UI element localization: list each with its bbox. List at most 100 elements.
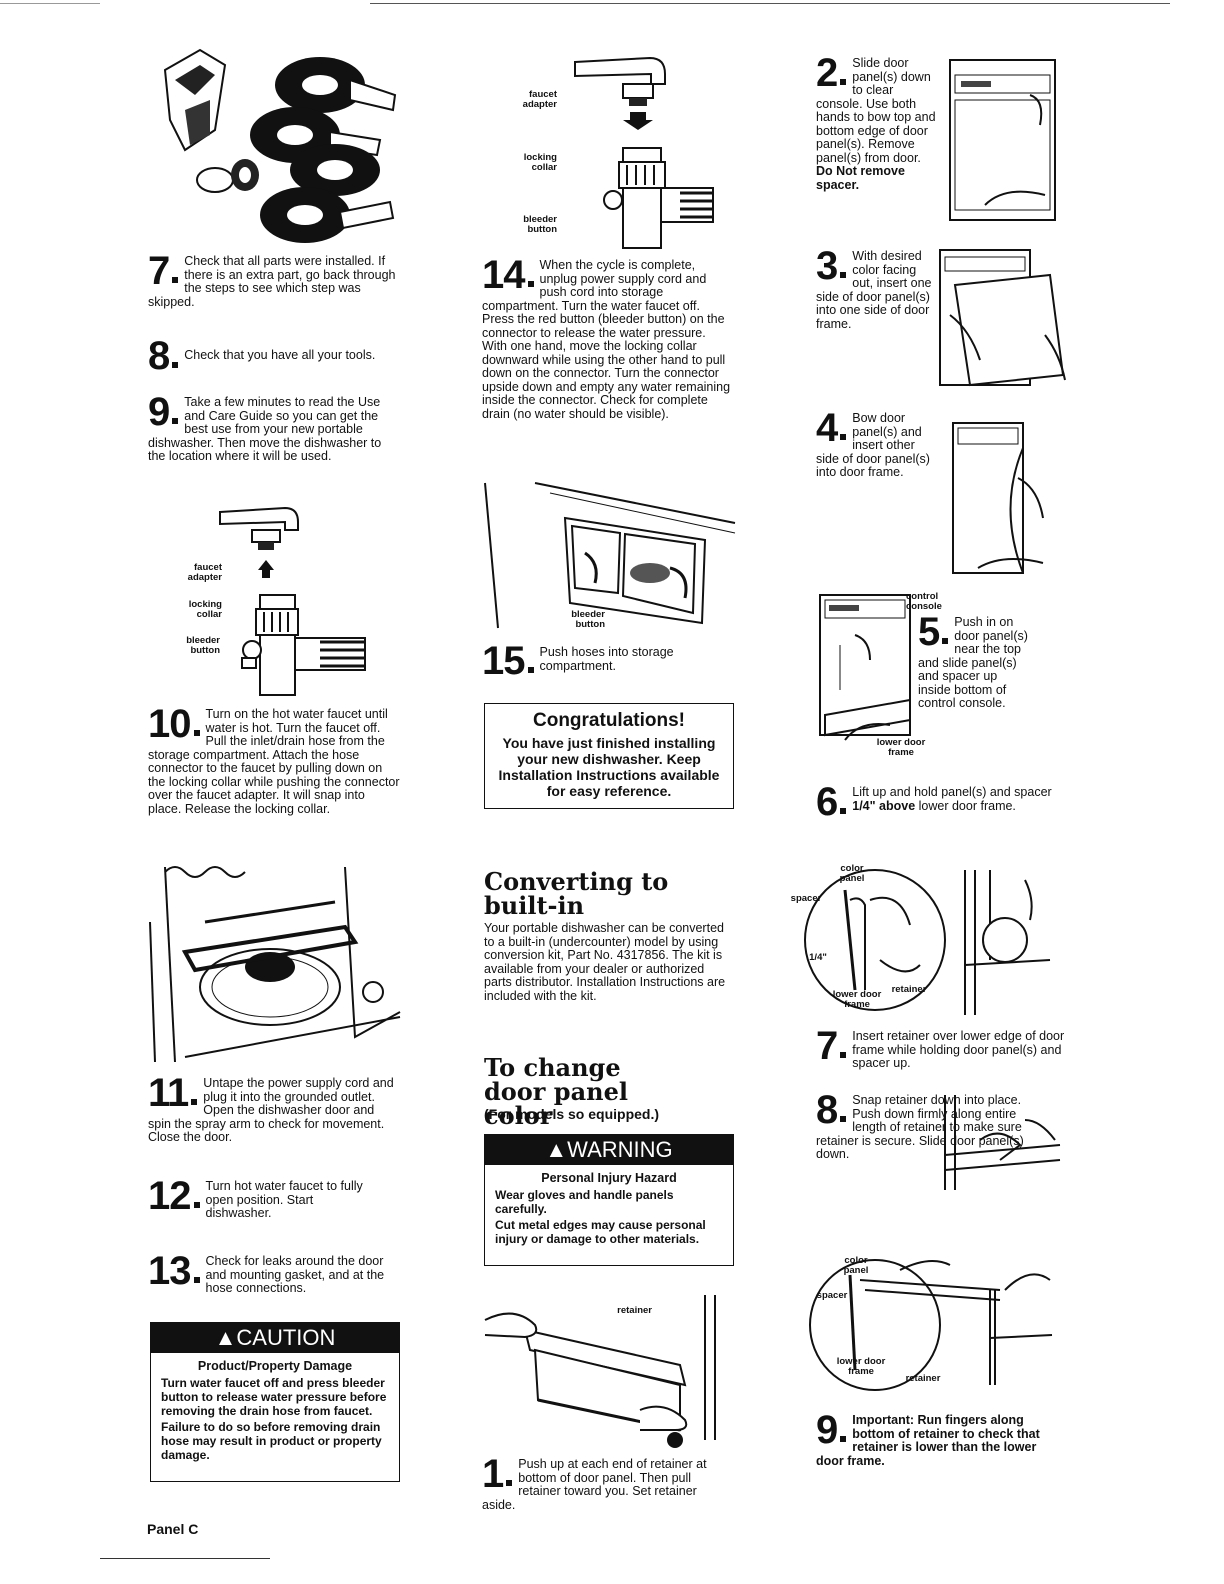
step-text: Bow door panel(s) and insert other side … bbox=[816, 411, 930, 479]
warning-line-2: Cut metal edges may cause personal injur… bbox=[495, 1218, 706, 1246]
step-9-col3: 9 Important: Run fingers along bottom of… bbox=[816, 1410, 1061, 1468]
step-number: 12 bbox=[148, 1176, 200, 1216]
label-color-panel-9: color panel bbox=[843, 1255, 869, 1276]
warning-triangle-icon: ▲ bbox=[545, 1137, 568, 1162]
panel-footer: Panel C bbox=[147, 1521, 199, 1537]
step-2-bold: Do Not remove spacer. bbox=[816, 164, 905, 192]
caution-line-1: Turn water faucet off and press bleeder … bbox=[161, 1376, 387, 1418]
warning-title: Personal Injury Hazard bbox=[541, 1171, 677, 1185]
label-bleeder-button-2: bleeder button bbox=[523, 214, 557, 235]
step-15-col2: 15 Push hoses into storage compartment. bbox=[482, 641, 712, 681]
change-color-heading: To change door panel color bbox=[484, 1053, 628, 1130]
step-text: Turn hot water faucet to fully open posi… bbox=[205, 1179, 363, 1220]
step-1-col2: 1 Push up at each end of retainer at bot… bbox=[482, 1454, 722, 1512]
storage-compartment-illustration bbox=[480, 478, 740, 638]
step-number: 9 bbox=[816, 1410, 847, 1450]
step-number: 3 bbox=[816, 246, 847, 286]
bow-panel-illustration bbox=[948, 418, 1048, 580]
label-retainer-col2: retainer bbox=[617, 1305, 652, 1316]
step-4-col3: 4 Bow door panel(s) and insert other sid… bbox=[816, 408, 938, 480]
label-bleeder-button: bleeder button bbox=[186, 635, 220, 656]
step-6-bold: 1/4" above bbox=[852, 798, 916, 813]
step-text: Check that all parts were installed. If … bbox=[148, 254, 396, 309]
step-number: 4 bbox=[816, 408, 847, 448]
change-color-subtitle: (For models so equipped.) bbox=[484, 1106, 660, 1122]
caution-line-2: Failure to do so before removing drain h… bbox=[161, 1420, 382, 1462]
step-text: With desired color facing out, insert on… bbox=[816, 249, 932, 331]
step-number: 14 bbox=[482, 255, 534, 295]
step-14-col2: 14 When the cycle is complete, unplug po… bbox=[482, 255, 734, 421]
step-2-col3: 2 Slide door panel(s) down to clear cons… bbox=[816, 53, 938, 192]
label-lower-door-frame-5: lower door frame bbox=[876, 737, 926, 758]
retainer-removal-illustration bbox=[480, 1290, 730, 1455]
step-number: 7 bbox=[816, 1026, 847, 1066]
step-number: 11 bbox=[148, 1073, 198, 1113]
step-text: Push in on door panel(s) near the top an… bbox=[918, 615, 1028, 710]
step-3-col3: 3 With desired color facing out, insert … bbox=[816, 246, 934, 331]
step-text: Lift up and hold panel(s) and spacer 1/4… bbox=[852, 785, 1052, 813]
label-locking-collar-2: locking collar bbox=[523, 152, 557, 173]
push-panel-illustration bbox=[815, 590, 915, 750]
label-spacer-7: spacer bbox=[790, 893, 822, 904]
step-text: Insert retainer over lower edge of door … bbox=[852, 1029, 1065, 1070]
step-text: Untape the power supply cord and plug it… bbox=[148, 1076, 394, 1144]
step-13-col1: 13 Check for leaks around the door and m… bbox=[148, 1251, 388, 1296]
step-text: Check for leaks around the door and moun… bbox=[205, 1254, 385, 1295]
step-text: Snap retainer down into place. Push down… bbox=[816, 1093, 1024, 1161]
step-8-col1: 8 Check that you have all your tools. bbox=[148, 336, 408, 376]
parts-illustration bbox=[155, 40, 405, 250]
caution-title: Product/Property Damage bbox=[197, 1359, 353, 1373]
label-bleeder-button-3: bleeder button bbox=[571, 609, 605, 630]
converting-heading: Converting to built-in bbox=[484, 867, 669, 920]
label-retainer-7: retainer bbox=[891, 984, 927, 995]
label-lower-door-frame-7: lower door frame bbox=[832, 989, 882, 1010]
snap-retainer-illustration bbox=[940, 1090, 1065, 1195]
step-7-col1: 7 Check that all parts were installed. I… bbox=[148, 251, 398, 309]
footer-rule bbox=[100, 1558, 270, 1559]
step-6-col3: 6 Lift up and hold panel(s) and spacer 1… bbox=[816, 782, 1056, 822]
label-color-panel-7: color panel bbox=[839, 863, 865, 884]
door-panel-removal-illustration bbox=[945, 55, 1060, 225]
label-retainer-9: retainer bbox=[905, 1373, 941, 1384]
label-faucet-adapter-2: faucet adapter bbox=[522, 89, 557, 110]
retainer-check-illustration bbox=[790, 1250, 1055, 1400]
step-number: 10 bbox=[148, 704, 200, 744]
step-text: When the cycle is complete, unplug power… bbox=[482, 258, 731, 421]
step-number: 9 bbox=[148, 392, 179, 432]
label-quarter-inch: 1/4" bbox=[809, 952, 827, 963]
label-locking-collar: locking collar bbox=[188, 599, 222, 620]
warning-box: ▲WARNING Personal Injury Hazard Wear glo… bbox=[484, 1134, 734, 1266]
label-control-console: control console bbox=[906, 591, 942, 612]
dishwasher-interior-illustration bbox=[145, 862, 403, 1072]
step-12-col1: 12 Turn hot water faucet to fully open p… bbox=[148, 1176, 378, 1221]
label-faucet-adapter: faucet adapter bbox=[187, 562, 222, 583]
step-number: 8 bbox=[148, 336, 179, 376]
step-10-col1: 10 Turn on the hot water faucet until wa… bbox=[148, 704, 400, 816]
step-text: Take a few minutes to read the Use and C… bbox=[148, 395, 382, 463]
step-number: 1 bbox=[482, 1454, 513, 1494]
step-text: Slide door panel(s) down to clear consol… bbox=[816, 56, 936, 192]
warning-triangle-icon: ▲ bbox=[214, 1325, 237, 1350]
step-number: 6 bbox=[816, 782, 847, 822]
congratulations-body: You have just finished installing your n… bbox=[498, 735, 720, 799]
step-text: Important: Run fingers along bottom of r… bbox=[816, 1413, 1040, 1468]
converting-body: Your portable dishwasher can be converte… bbox=[484, 921, 726, 1003]
step-text: Push up at each end of retainer at botto… bbox=[482, 1457, 707, 1512]
step-number: 5 bbox=[918, 612, 949, 652]
step-text: Turn on the hot water faucet until water… bbox=[148, 707, 400, 816]
step-7-col3: 7 Insert retainer over lower edge of doo… bbox=[816, 1026, 1066, 1071]
warning-line-1: Wear gloves and handle panels carefully. bbox=[495, 1188, 674, 1216]
step-text: Check that you have all your tools. bbox=[184, 348, 376, 362]
step-text: Push hoses into storage compartment. bbox=[539, 645, 674, 673]
step-number: 2 bbox=[816, 53, 847, 93]
faucet-connector-illustration-2 bbox=[515, 50, 715, 250]
faucet-connector-illustration bbox=[180, 500, 370, 700]
step-number: 8 bbox=[816, 1090, 847, 1130]
congratulations-title: Congratulations! bbox=[533, 710, 685, 731]
top-rule-left bbox=[0, 3, 100, 4]
step-number: 7 bbox=[148, 251, 179, 291]
warning-banner: ▲WARNING bbox=[485, 1135, 733, 1165]
insert-panel-illustration bbox=[935, 245, 1070, 390]
step-number: 13 bbox=[148, 1251, 200, 1291]
congratulations-box: Congratulations! You have just finished … bbox=[484, 703, 734, 809]
